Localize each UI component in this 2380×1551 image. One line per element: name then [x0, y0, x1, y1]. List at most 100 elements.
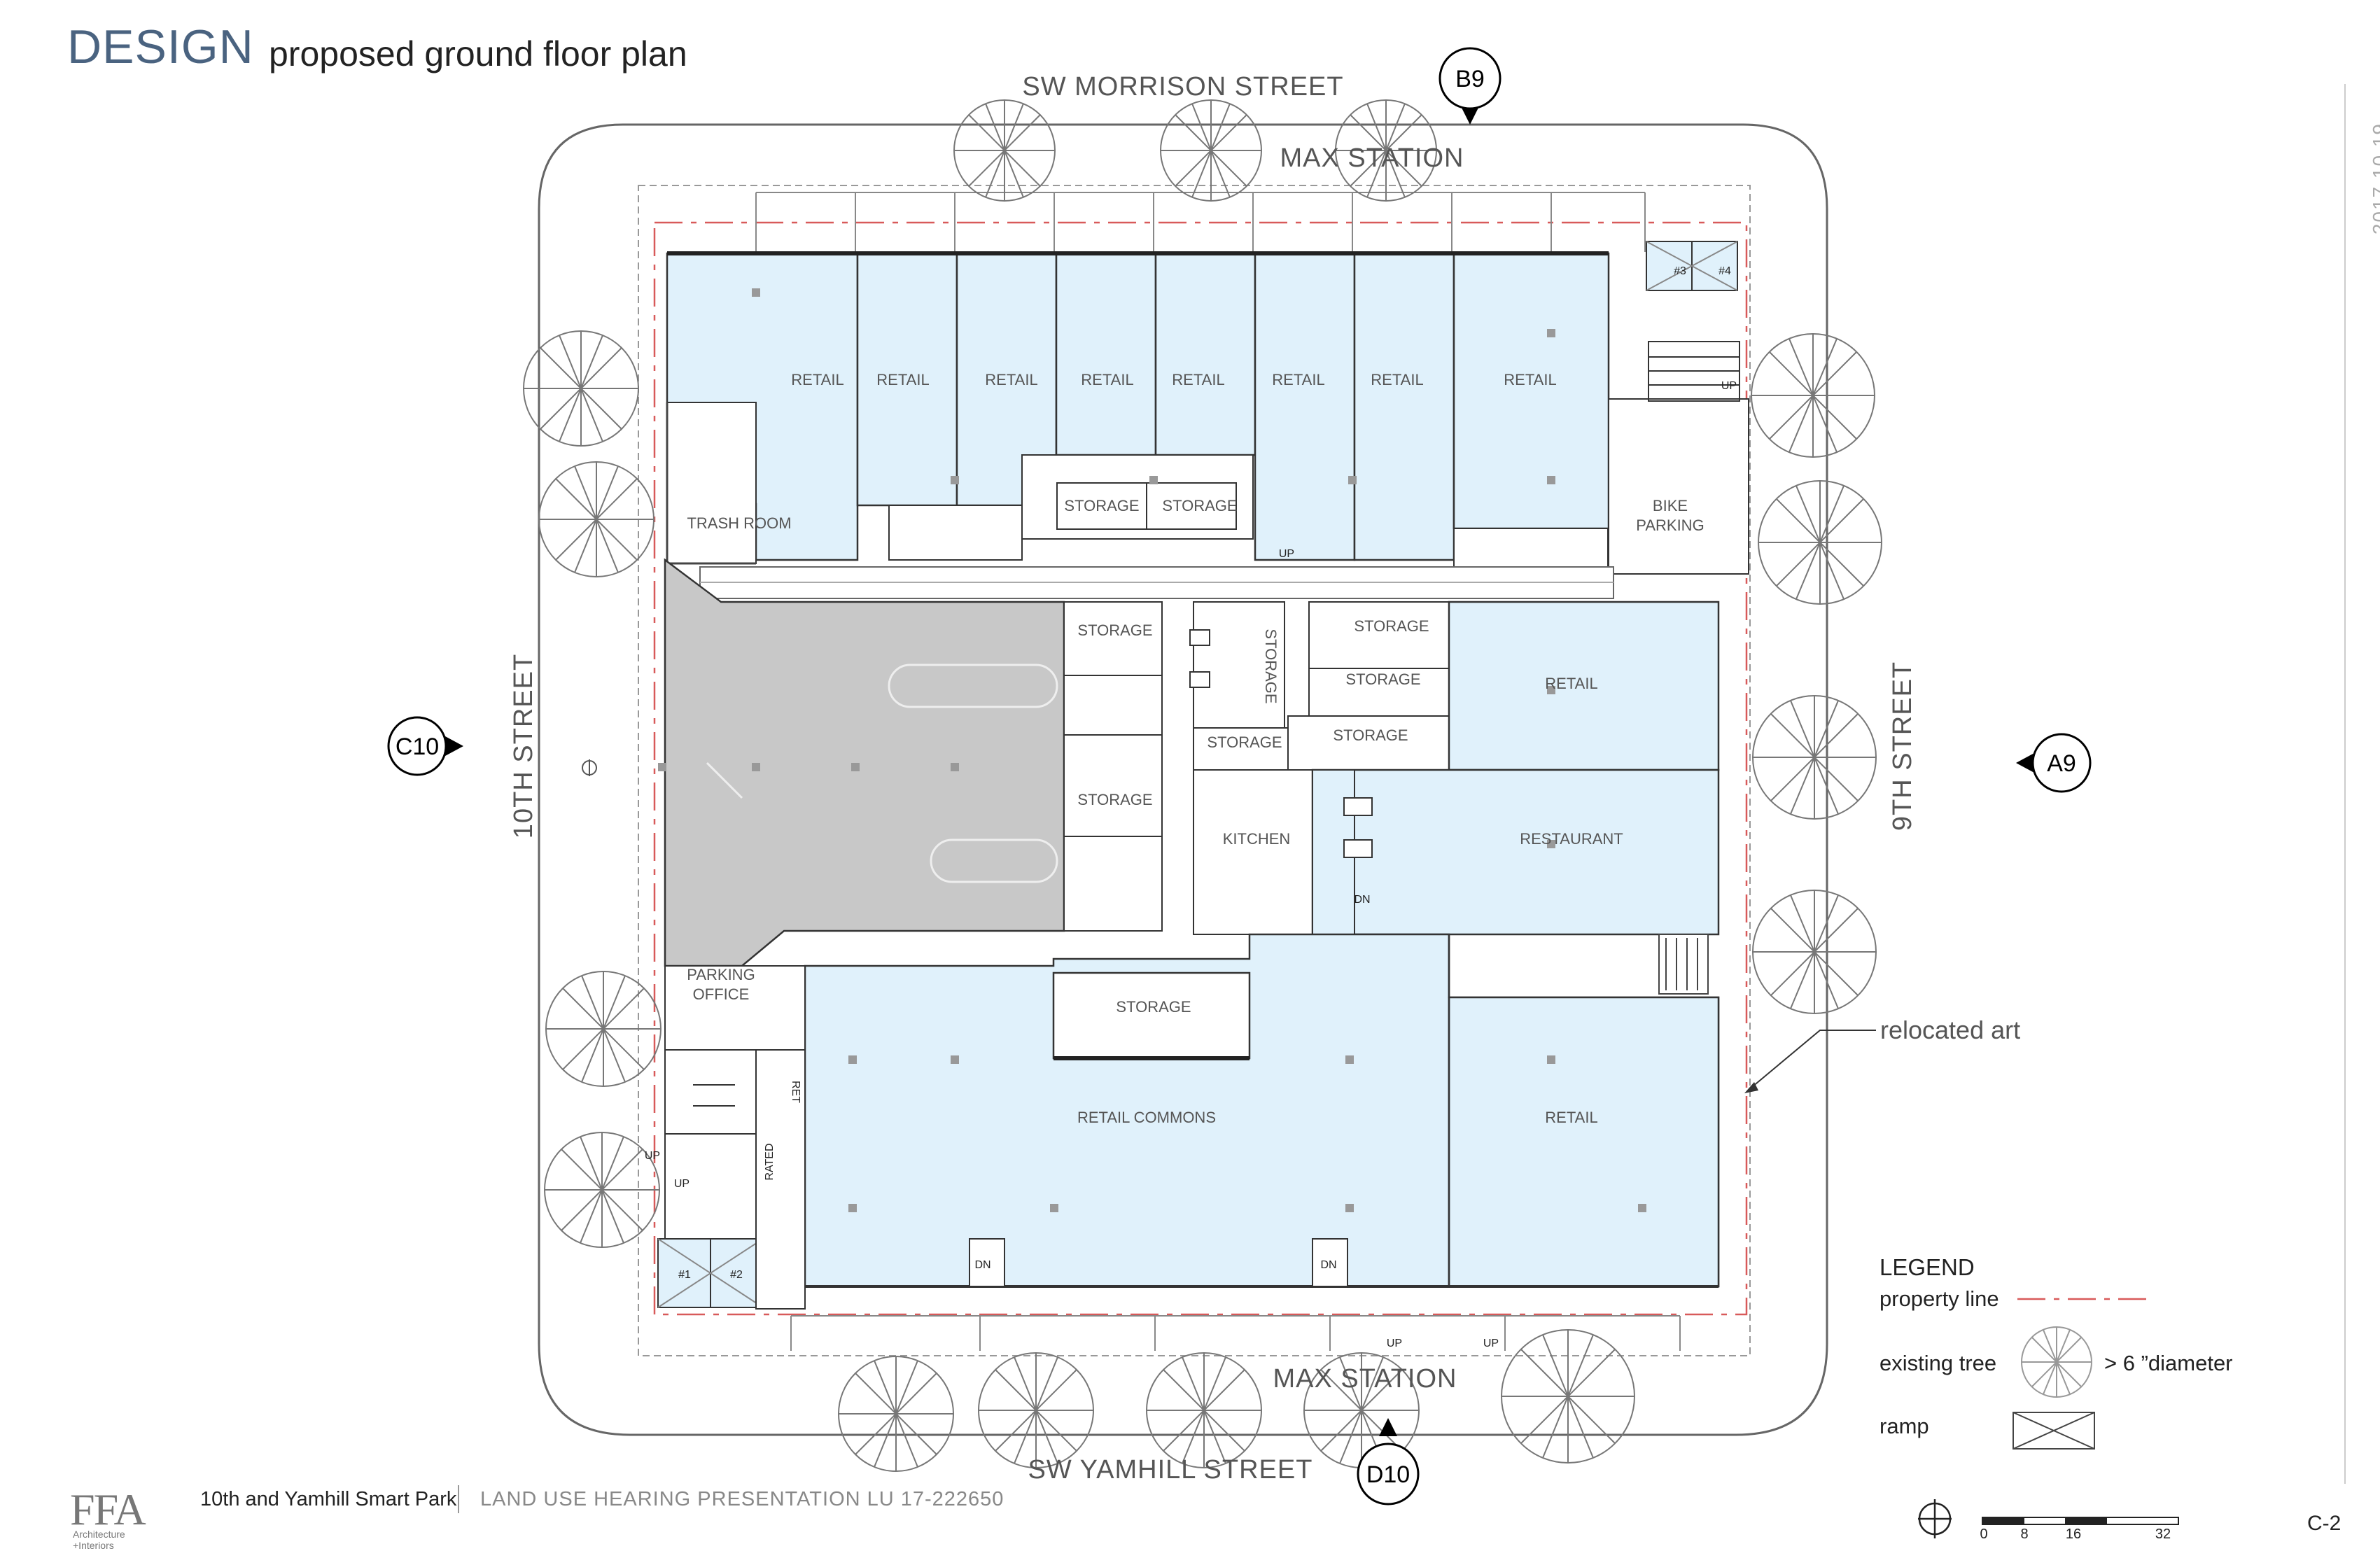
- room-label-storage-c3: STORAGE: [1354, 617, 1429, 635]
- street-curb: [538, 123, 1828, 1436]
- tag-up-sw1: UP: [645, 1150, 660, 1162]
- tag-elevator-3: #3: [1674, 265, 1686, 277]
- se-stair: [1658, 934, 1709, 995]
- tree: [1146, 1352, 1262, 1468]
- room-label-restaurant: RESTAURANT: [1520, 830, 1623, 848]
- room-label-storage-c5: STORAGE: [1333, 727, 1408, 744]
- tag-dn-c: DN: [1354, 894, 1370, 906]
- ne-core: [1646, 241, 1740, 402]
- room-label-storage-n1: STORAGE: [1064, 497, 1139, 514]
- sheet-number: C-2: [2307, 1512, 2342, 1535]
- tag-up-n: UP: [1279, 548, 1294, 560]
- room-label-retail-commons: RETAIL COMMONS: [1077, 1109, 1216, 1126]
- section-marker-west-icon: [387, 716, 463, 776]
- room-label-trash: TRASH ROOM: [687, 514, 791, 532]
- logo-sub-line-1: Architecture: [73, 1529, 125, 1540]
- room-label-retail-4: RETAIL: [1081, 371, 1133, 388]
- street-west: 10TH STREET: [509, 654, 538, 838]
- footer-hearing-title: LAND USE HEARING PRESENTATION LU 17-2226…: [480, 1488, 1004, 1510]
- tag-up-south2: UP: [1483, 1338, 1499, 1349]
- north-colonnade: [755, 192, 1646, 252]
- parking-ramp-area: [664, 558, 1065, 967]
- tag-elevator-4: #4: [1718, 265, 1731, 277]
- tag-elevator-2: #2: [730, 1269, 743, 1281]
- street-north: SW MORRISON STREET: [1022, 72, 1343, 101]
- site-boundary: [638, 185, 1751, 1356]
- tree: [1752, 890, 1877, 1014]
- tag-dn-s1: DN: [974, 1259, 990, 1271]
- room-label-retail-east: RETAIL: [1545, 675, 1597, 692]
- room-label-storage-south: STORAGE: [1116, 998, 1191, 1016]
- tree: [544, 1132, 660, 1248]
- callout-arrow-icon: [1744, 1082, 1758, 1093]
- tag-ret: RET: [790, 1081, 802, 1103]
- north-arrow-icon: [1918, 1499, 1952, 1538]
- tree: [545, 971, 662, 1087]
- room-label-retail-1: RETAIL: [791, 371, 844, 388]
- room-label-retail-se: RETAIL: [1545, 1109, 1597, 1126]
- tree: [1501, 1329, 1635, 1464]
- tree: [953, 99, 1056, 202]
- footer-project-name: 10th and Yamhill Smart Park: [200, 1488, 457, 1510]
- room-label-retail-8: RETAIL: [1504, 371, 1556, 388]
- south-rooms: [804, 933, 1720, 1288]
- ffa-logo: FFA: [70, 1485, 146, 1534]
- room-label-parking-2: OFFICE: [693, 985, 750, 1003]
- room-label-storage-c6: STORAGE: [1207, 734, 1282, 751]
- logo-sub-line-2: +Interiors: [73, 1540, 114, 1551]
- room-label-retail-3: RETAIL: [985, 371, 1037, 388]
- room-label-bike-1: BIKE: [1653, 497, 1688, 514]
- property-line: [653, 221, 1748, 1316]
- tag-dn-s2: DN: [1320, 1259, 1336, 1271]
- room-label-storage-n2: STORAGE: [1162, 497, 1237, 514]
- section-marker-north: B9: [1455, 66, 1485, 92]
- corridor: [699, 566, 1614, 599]
- southwest-service: [657, 965, 806, 1310]
- tag-rated: RATED: [764, 1143, 776, 1180]
- callout-relocated-art: relocated art: [1880, 1016, 2020, 1044]
- scale-tick-32: 32: [2155, 1527, 2171, 1540]
- section-marker-south: D10: [1366, 1461, 1410, 1488]
- parking-markings: [706, 664, 1058, 883]
- tree: [838, 1356, 954, 1472]
- tree: [1751, 333, 1875, 458]
- legend-property-label: property line: [1879, 1286, 1999, 1311]
- room-label-storage-vertical: STORAGE: [1262, 629, 1280, 703]
- south-colonnade: [790, 1315, 1681, 1351]
- legend-ramp-icon: [2012, 1412, 2095, 1450]
- section-marker-east: A9: [2047, 750, 2076, 777]
- legend-title: LEGEND: [1879, 1254, 1975, 1280]
- legend-tree-diameter: > 6 ”diameter: [2104, 1351, 2233, 1375]
- callout-leader: [1747, 1030, 1876, 1091]
- tree: [978, 1352, 1094, 1468]
- tag-up-ne: UP: [1721, 380, 1737, 392]
- street-east: 9TH STREET: [1888, 661, 1917, 831]
- scale-tick-16: 16: [2066, 1527, 2081, 1540]
- legend-tree-label: existing tree: [1879, 1351, 1996, 1375]
- footer-separator: [458, 1485, 459, 1513]
- tree: [523, 330, 639, 447]
- north-service-core: [666, 398, 1749, 575]
- section-marker-east-icon: [2016, 733, 2092, 793]
- room-label-retail-6: RETAIL: [1272, 371, 1324, 388]
- page-title: DESIGN: [67, 20, 254, 73]
- tree: [1303, 1352, 1420, 1468]
- ffa-logo-subtitle: Architecture +Interiors: [73, 1529, 125, 1551]
- section-marker-south-icon: [1357, 1418, 1420, 1506]
- tag-up-sw2: UP: [674, 1178, 690, 1190]
- room-label-kitchen: KITCHEN: [1223, 830, 1291, 848]
- scale-tick-8: 8: [2020, 1527, 2028, 1540]
- scale-bar: 0 8 16 32: [1980, 1517, 2179, 1540]
- tag-up-south1: UP: [1387, 1338, 1402, 1349]
- room-label-storage-c2: STORAGE: [1077, 791, 1152, 808]
- room-label-parking-1: PARKING: [687, 966, 755, 983]
- room-label-retail-7: RETAIL: [1371, 371, 1423, 388]
- room-label-storage-c4: STORAGE: [1345, 671, 1420, 688]
- room-label-storage-c1: STORAGE: [1077, 622, 1152, 639]
- max-station-north: MAX STATION: [1280, 143, 1464, 173]
- room-label-retail-2: RETAIL: [876, 371, 929, 388]
- tag-elevator-1: #1: [678, 1269, 691, 1281]
- legend: LEGEND property line existing tree > 6 ”…: [1879, 1254, 2233, 1450]
- max-station-south: MAX STATION: [1273, 1364, 1457, 1394]
- tree: [538, 461, 654, 577]
